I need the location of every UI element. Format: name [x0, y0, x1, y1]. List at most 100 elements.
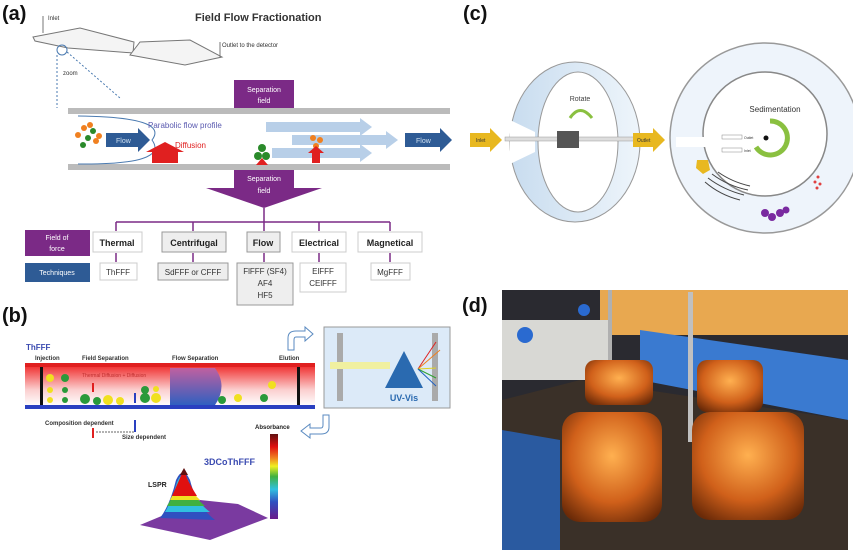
surface-plot [140, 468, 268, 540]
large-particles [761, 206, 790, 221]
parabolic-label: Parabolic flow profile [148, 121, 222, 130]
field-of-force-text: Field of [46, 235, 69, 242]
elution-wall [297, 367, 300, 405]
inlet-arrow [470, 128, 502, 152]
stage-label: Field Separation [82, 356, 129, 362]
orange-particles [308, 135, 324, 163]
injection-wall [40, 367, 43, 405]
diffusion-arrow [146, 142, 184, 163]
field-label: Flow [253, 238, 274, 248]
parabolic-profile [77, 115, 156, 165]
thermal-diffusion-label: Thermal Diffusion + Diffusion [82, 373, 146, 379]
separation-field-text: field [258, 98, 271, 105]
field-label: Centrifugal [170, 238, 218, 248]
coil-bottom-left [562, 412, 662, 522]
technique-label: AF4 [258, 279, 273, 288]
flow-arrow-left [106, 128, 150, 152]
flow-profile [170, 368, 222, 405]
panel-b: (b) ThFFF Injection Field Separation Flo… [2, 305, 451, 540]
panel-d: (d) [462, 290, 848, 550]
light-beam [330, 362, 390, 369]
sedimentation-disc [669, 42, 853, 234]
outlet-label: Outlet [637, 138, 651, 144]
separation-field-box [234, 80, 294, 109]
field-flow: Flow FlFFF (SF4) AF4 HF5 [236, 231, 294, 306]
sedimentation-label: Sedimentation [749, 105, 800, 114]
panel-label-a: (a) [2, 3, 26, 25]
technique-label: ElFFF [312, 267, 334, 276]
field-label: Electrical [299, 238, 339, 248]
zoom-label: zoom [63, 71, 78, 77]
flow-lines [704, 171, 751, 201]
product-label: 3DCoThFFF [204, 457, 255, 467]
field-of-force-box [25, 230, 90, 256]
field-of-force-text: force [49, 246, 65, 253]
rotate-arrow-icon [568, 109, 594, 119]
technique-label: ThFFF [106, 268, 130, 277]
field-thermal: Thermal ThFFF [92, 231, 143, 281]
panel-label-d: (d) [462, 295, 488, 317]
inlet-label: Inlet [48, 16, 60, 22]
channel-bottom-wall [68, 164, 450, 170]
flow-label: Flow [116, 138, 132, 145]
prism [385, 351, 423, 388]
technique-label: FlFFF (SF4) [243, 267, 287, 276]
panel-a: (a) Field Flow Fractionation Inlet Outle… [2, 3, 452, 306]
separation-field-arrow [206, 170, 322, 208]
flow-streams [266, 118, 398, 162]
diffusion-label: Diffusion [175, 141, 206, 150]
arrow-to-uvvis [287, 325, 314, 351]
colorbar [270, 434, 278, 519]
ffc-channel-sketch [32, 16, 224, 66]
panel-label-c: (c) [463, 3, 487, 25]
hot-wall [25, 363, 315, 367]
spectrum-rays [417, 341, 441, 387]
field-label: Thermal [99, 238, 134, 248]
techniques-text: Techniques [39, 270, 75, 277]
stage-label: Flow Separation [172, 356, 219, 362]
detector [432, 333, 438, 401]
panel-label-b: (b) [2, 305, 28, 327]
coil-top-left [585, 360, 653, 405]
outlet-arrow [633, 128, 665, 152]
composition-label: Composition dependent [45, 421, 114, 427]
rotate-label: Rotate [570, 96, 591, 103]
particles [46, 374, 276, 405]
technique-label: MgFFF [377, 268, 403, 277]
separation-field-text: field [258, 188, 271, 195]
rotation-arc [753, 118, 790, 158]
coil-top-right [697, 360, 763, 412]
panel-c: (c) Rotate Inlet Outlet Sedimentation Ou… [463, 3, 853, 234]
techniques-box [25, 263, 90, 282]
absorbance-label: Absorbance [255, 425, 290, 431]
lspr-label: LSPR [148, 482, 167, 489]
uvvis-label: UV-Vis [390, 393, 418, 403]
outlet-label: Outlet to the detector [222, 43, 278, 49]
field-electrical: Electrical ElFFF CElFFF [291, 231, 347, 293]
branch-lines [115, 208, 391, 262]
stage-label: Injection [35, 356, 60, 362]
inlet-label: Inlet [476, 138, 486, 144]
small-outlet-tube [721, 134, 743, 140]
small-outlet-label: Outlet [744, 136, 753, 140]
separation-field-text: Separation [247, 176, 281, 183]
field-centrifugal: Centrifugal SdFFF or CFFF [157, 231, 229, 281]
small-inlet-tube [721, 147, 743, 153]
flow-arrow-right [405, 128, 452, 152]
arrow-from-uvvis [300, 414, 330, 440]
method-label: ThFFF [26, 343, 51, 352]
small-particles [813, 175, 822, 190]
green-particles [254, 144, 270, 165]
separation-field-text: Separation [247, 87, 281, 94]
cold-wall [25, 405, 315, 409]
zoom-circle [56, 44, 68, 56]
stage-label: Elution [279, 356, 300, 362]
field-magnetical: Magnetical MgFFF [357, 231, 423, 281]
size-label: Size dependent [122, 435, 166, 441]
rotor-hub [557, 131, 579, 148]
magnet-photo [502, 290, 848, 550]
center-dot [763, 135, 769, 141]
panel-a-title: Field Flow Fractionation [195, 12, 322, 24]
technique-label: HF5 [257, 291, 273, 300]
channel-top-wall [68, 108, 450, 114]
